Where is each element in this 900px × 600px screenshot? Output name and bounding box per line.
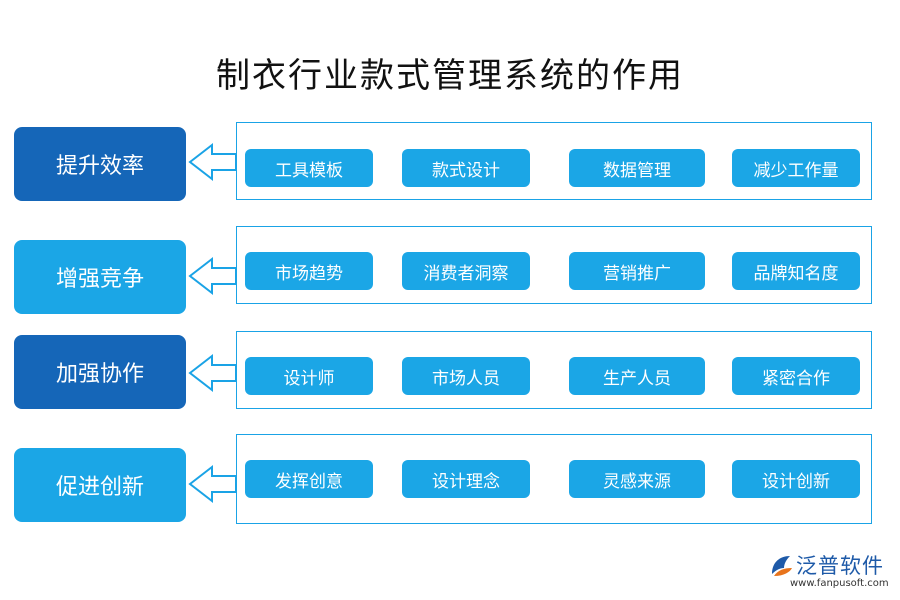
item-pill: 市场趋势 (245, 252, 373, 290)
item-pill: 工具模板 (245, 149, 373, 187)
logo-url: www.fanpusoft.com (790, 578, 889, 589)
row-enhance-competition: 增强竞争 市场趋势 消费者洞察 营销推广 品牌知名度 (0, 226, 900, 314)
item-pill: 生产人员 (569, 357, 705, 395)
row-strengthen-collaboration: 加强协作 设计师 市场人员 生产人员 紧密合作 (0, 331, 900, 411)
diagram-title: 制衣行业款式管理系统的作用 (216, 56, 684, 96)
category-label: 加强协作 (14, 335, 186, 409)
fanpu-logo: 泛普软件 www.fanpusoft.com (768, 550, 893, 596)
item-pill: 设计师 (245, 357, 373, 395)
item-pill: 品牌知名度 (732, 252, 860, 290)
item-pill: 发挥创意 (245, 460, 373, 498)
item-pill: 紧密合作 (732, 357, 860, 395)
left-arrow-icon (188, 142, 237, 182)
fanpu-logo-icon (772, 556, 792, 576)
left-arrow-icon (188, 353, 237, 393)
category-label: 增强竞争 (14, 240, 186, 314)
logo-name: 泛普软件 (796, 554, 884, 578)
category-label: 促进创新 (14, 448, 186, 522)
item-pill: 营销推广 (569, 252, 705, 290)
item-pill: 灵感来源 (569, 460, 705, 498)
item-pill: 市场人员 (402, 357, 530, 395)
row-promote-innovation: 促进创新 发挥创意 设计理念 灵感来源 设计创新 (0, 434, 900, 524)
item-pill: 设计理念 (402, 460, 530, 498)
category-label: 提升效率 (14, 127, 186, 201)
left-arrow-icon (188, 256, 237, 296)
left-arrow-icon (188, 464, 237, 504)
item-pill: 减少工作量 (732, 149, 860, 187)
row-improve-efficiency: 提升效率 工具模板 款式设计 数据管理 减少工作量 (0, 122, 900, 202)
item-pill: 款式设计 (402, 149, 530, 187)
item-pill: 数据管理 (569, 149, 705, 187)
item-pill: 设计创新 (732, 460, 860, 498)
item-pill: 消费者洞察 (402, 252, 530, 290)
